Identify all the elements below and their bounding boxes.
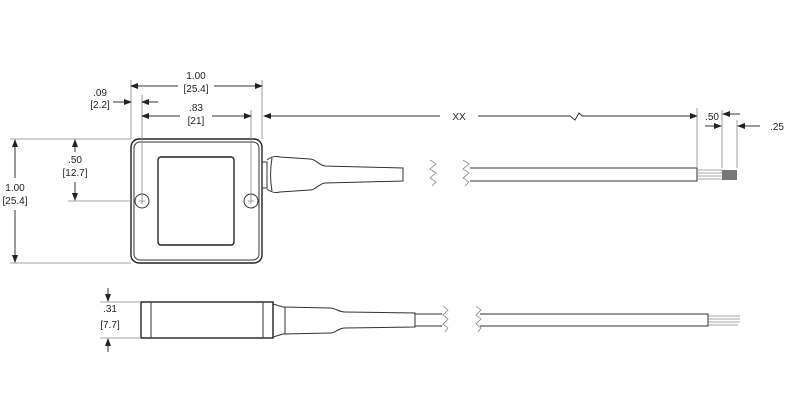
top-view bbox=[130, 138, 737, 264]
width-mm: [25.4] bbox=[183, 84, 208, 95]
tin-length-label: .25 bbox=[770, 122, 784, 133]
height-mm: [25.4] bbox=[2, 196, 27, 207]
hole-spacing-inch: .83 bbox=[189, 103, 203, 114]
cable-top bbox=[261, 155, 737, 194]
thickness-inch: .31 bbox=[103, 304, 117, 315]
thickness-mm: [7.7] bbox=[100, 320, 120, 331]
side-view bbox=[140, 301, 740, 339]
hole-height-mm: [12.7] bbox=[62, 168, 87, 179]
wire-ends bbox=[722, 170, 737, 180]
width-inch: 1.00 bbox=[186, 71, 206, 82]
cable-length-label: XX bbox=[452, 112, 466, 123]
sensor-body-side bbox=[140, 301, 274, 339]
dimensions-top: 1.00 [25.4] .83 [21] .09 [2.2] XX .50 .2… bbox=[2, 71, 784, 264]
strip-length-label: .50 bbox=[705, 112, 719, 123]
hole-height-inch: .50 bbox=[68, 155, 82, 166]
hole-spacing-mm: [21] bbox=[188, 116, 205, 127]
height-inch: 1.00 bbox=[5, 183, 25, 194]
hole-offset-mm: [2.2] bbox=[90, 100, 110, 111]
dimensions-side: .31 [7.7] bbox=[100, 288, 141, 352]
sensor-window bbox=[157, 156, 235, 246]
hole-offset-inch: .09 bbox=[93, 88, 107, 99]
